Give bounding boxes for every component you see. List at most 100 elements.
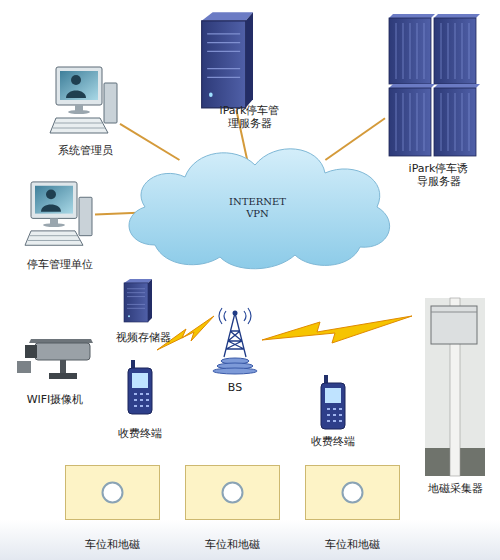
camera-lens <box>25 345 37 358</box>
keyboard <box>50 118 108 133</box>
node-label: 地磁采集器 <box>428 482 483 495</box>
parking-space: 车位和地磁 <box>305 465 400 520</box>
rack-top <box>389 84 435 88</box>
rack-top <box>389 14 435 18</box>
server-light <box>128 315 130 317</box>
server-body <box>124 283 148 322</box>
node-icon <box>122 278 152 323</box>
node-icon <box>210 305 260 377</box>
camera-node: WIFI摄像机 <box>15 335 95 387</box>
keyboard-keys <box>53 123 105 128</box>
space-outline <box>66 466 160 520</box>
rack-top <box>434 14 480 18</box>
terminal-keys <box>327 409 342 421</box>
server-side <box>246 12 253 108</box>
parking-space: 车位和地磁 <box>185 465 280 520</box>
monitor-screen <box>35 186 73 214</box>
cloud-shape <box>129 149 390 269</box>
base-station-node: BS <box>210 305 260 377</box>
server-body <box>202 21 246 108</box>
network-link <box>325 118 385 160</box>
node-icon <box>65 465 160 520</box>
node-icon <box>305 465 400 520</box>
wireless-bolt <box>262 316 412 343</box>
tower-waves <box>219 308 251 324</box>
node-label: 车位和地磁 <box>205 538 260 551</box>
rack-slots <box>396 93 424 151</box>
network-link <box>120 124 179 160</box>
sensor-collector: 地磁采集器 <box>425 298 485 476</box>
terminal-keys <box>134 394 149 406</box>
node-icon <box>15 335 95 387</box>
photo-sky <box>425 298 485 476</box>
rack-unit <box>434 88 476 156</box>
magnetic-sensor <box>223 483 243 503</box>
camera-base <box>49 373 77 379</box>
node-icon <box>25 180 95 252</box>
server-slots <box>207 34 240 77</box>
monitor-frame <box>56 67 102 105</box>
tower-base-ring <box>213 368 257 374</box>
workstation-node: 系统管理员 <box>50 65 120 140</box>
node-label: 收费终端 <box>118 427 162 440</box>
monitor-base <box>43 223 65 227</box>
handheld-terminal: 收费终端 <box>318 375 348 430</box>
server-light <box>209 93 213 97</box>
server-rack-node: iPark停车诱导服务器 <box>385 10 480 160</box>
rack-unit <box>434 18 476 84</box>
server-top <box>124 279 152 283</box>
server-side <box>148 279 152 322</box>
user-head <box>71 75 81 85</box>
node-icon <box>125 360 155 415</box>
node-label: 系统管理员 <box>58 144 113 157</box>
rack-unit <box>389 88 431 156</box>
node-icon <box>185 465 280 520</box>
terminal-screen <box>132 373 148 388</box>
server-slots <box>127 289 145 309</box>
node-label: 视频存储器 <box>116 331 171 344</box>
tower-lattice <box>224 313 246 357</box>
terminal-body <box>321 383 345 429</box>
monitor-frame <box>31 182 77 218</box>
node-label: 停车管理单位 <box>27 258 93 271</box>
camera-body <box>35 343 90 360</box>
keyboard-keys <box>28 236 80 241</box>
node-icon <box>318 375 348 430</box>
camera-shield <box>29 339 93 343</box>
server-node: iPark停车管理服务器 <box>198 10 253 110</box>
magnetic-sensor <box>343 483 363 503</box>
node-label: 收费终端 <box>311 435 355 448</box>
terminal-body <box>128 368 152 414</box>
pc-tower <box>104 83 117 123</box>
rack-unit <box>389 18 431 84</box>
node-icon <box>385 10 480 160</box>
node-icon <box>425 298 485 476</box>
node-label: WIFI摄像机 <box>27 393 84 406</box>
space-outline <box>306 466 400 520</box>
user-body <box>41 204 61 211</box>
collector-lid <box>431 312 477 313</box>
network-cloud: INTERNET VPN <box>150 160 365 255</box>
node-label: iPark停车诱导服务器 <box>407 162 471 188</box>
network-label: INTERNET VPN <box>223 196 293 220</box>
workstation-node: 停车管理单位 <box>25 180 95 252</box>
user-head <box>46 190 56 200</box>
space-outline <box>186 466 280 520</box>
magnetic-sensor <box>103 483 123 503</box>
handheld-terminal: 收费终端 <box>125 360 155 415</box>
server-top <box>202 12 253 21</box>
pc-tower <box>79 197 92 235</box>
user-body <box>66 91 86 99</box>
parking-space: 车位和地磁 <box>65 465 160 520</box>
rack-slots <box>441 93 469 151</box>
node-icon <box>50 65 120 140</box>
keyboard <box>25 231 83 245</box>
node-label: 车位和地磁 <box>325 538 380 551</box>
rack-slots <box>396 23 424 79</box>
monitor-screen <box>60 71 98 100</box>
node-label: 车位和地磁 <box>85 538 140 551</box>
monitor-base <box>68 110 90 114</box>
rack-top <box>434 84 480 88</box>
rack-slots <box>441 23 469 79</box>
